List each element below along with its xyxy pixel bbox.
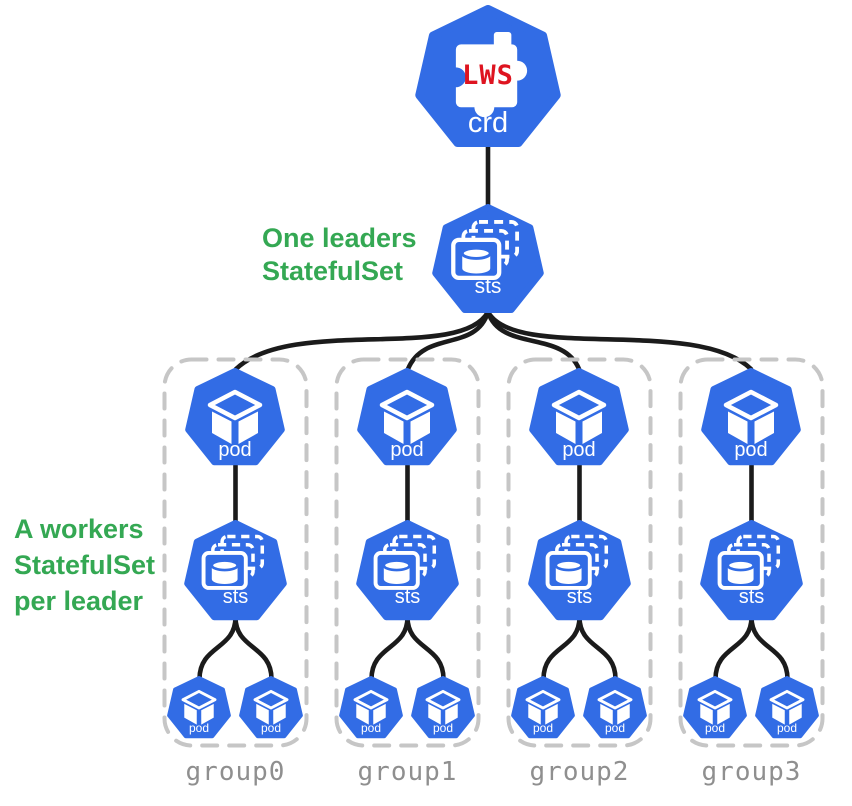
group3-dashed-box	[678, 357, 825, 748]
group3-fork-right	[749, 614, 790, 682]
leaders-annotation-line1: One leaders	[262, 223, 417, 253]
group3-worker-sts-node: sts	[700, 520, 803, 623]
sts-label: sts	[738, 586, 765, 608]
pod-label: pod	[532, 721, 554, 735]
pod-label: pod	[604, 721, 626, 735]
group3-worker-pod2-node: pod	[755, 676, 819, 740]
group2-leader-pod-node: pod	[529, 368, 629, 468]
pod-label: pod	[260, 721, 282, 735]
leader-sts-node: sts	[432, 204, 544, 316]
workers-annotation: A workers StatefulSet per leader	[14, 511, 155, 619]
statefulset-icon	[432, 204, 544, 316]
group1-worker-pod1-node: pod	[339, 676, 403, 740]
group1-label: group1	[357, 757, 458, 787]
pod-label: pod	[390, 439, 424, 461]
leaders-annotation: One leaders StatefulSet	[262, 222, 417, 288]
lws-badge: LWS	[462, 60, 514, 91]
group3-worker-pod1-node: pod	[683, 676, 747, 740]
group1-container: pod sts pod pod group1	[334, 357, 481, 797]
workers-annotation-line2: StatefulSet	[14, 550, 156, 580]
pod-label: pod	[188, 721, 210, 735]
sts-to-group0-curve	[233, 309, 491, 372]
group0-leader-pod-node: pod	[185, 368, 285, 468]
group0-container: pod sts pod pod group0	[162, 357, 309, 797]
pod-label: pod	[734, 439, 768, 461]
pod-label: pod	[360, 721, 382, 735]
sts-to-group1-curve	[405, 309, 491, 372]
group1-leader-pod-node: pod	[357, 368, 457, 468]
group2-dashed-box	[506, 357, 653, 748]
group0-label: group0	[185, 757, 286, 787]
leader-sts-label: sts	[474, 275, 502, 298]
leaders-annotation-line2: StatefulSet	[262, 256, 404, 286]
group1-worker-sts-node: sts	[356, 520, 459, 623]
sts-to-group3-curve	[485, 309, 754, 372]
group0-dashed-box	[162, 357, 309, 748]
group0-fork-right	[233, 614, 274, 682]
group2-worker-pod2-node: pod	[583, 676, 647, 740]
workers-annotation-line1: A workers	[14, 514, 144, 544]
pod-label: pod	[432, 721, 454, 735]
crd-node: LWS crd	[415, 5, 561, 151]
pod-label: pod	[776, 721, 798, 735]
group2-label: group2	[529, 757, 630, 787]
crd-label: crd	[467, 107, 509, 139]
pod-label: pod	[562, 439, 596, 461]
group1-dashed-box	[334, 357, 481, 748]
sts-label: sts	[566, 586, 593, 608]
group3-leader-pod-node: pod	[701, 368, 801, 468]
group1-fork-right	[405, 614, 446, 682]
group0-worker-pod1-node: pod	[167, 676, 231, 740]
group2-worker-sts-node: sts	[528, 520, 631, 623]
pod-label: pod	[704, 721, 726, 735]
group2-fork-right	[577, 614, 618, 682]
group3-label: group3	[701, 757, 802, 787]
group3-container: pod sts pod pod group3	[678, 357, 825, 797]
workers-annotation-line3: per leader	[14, 586, 144, 616]
group1-worker-pod2-node: pod	[411, 676, 475, 740]
sts-label: sts	[394, 586, 421, 608]
group2-worker-pod1-node: pod	[511, 676, 575, 740]
group0-worker-sts-node: sts	[184, 520, 287, 623]
group2-container: pod sts pod pod group2	[506, 357, 653, 797]
group0-worker-pod2-node: pod	[239, 676, 303, 740]
pod-label: pod	[218, 439, 252, 461]
sts-label: sts	[222, 586, 249, 608]
